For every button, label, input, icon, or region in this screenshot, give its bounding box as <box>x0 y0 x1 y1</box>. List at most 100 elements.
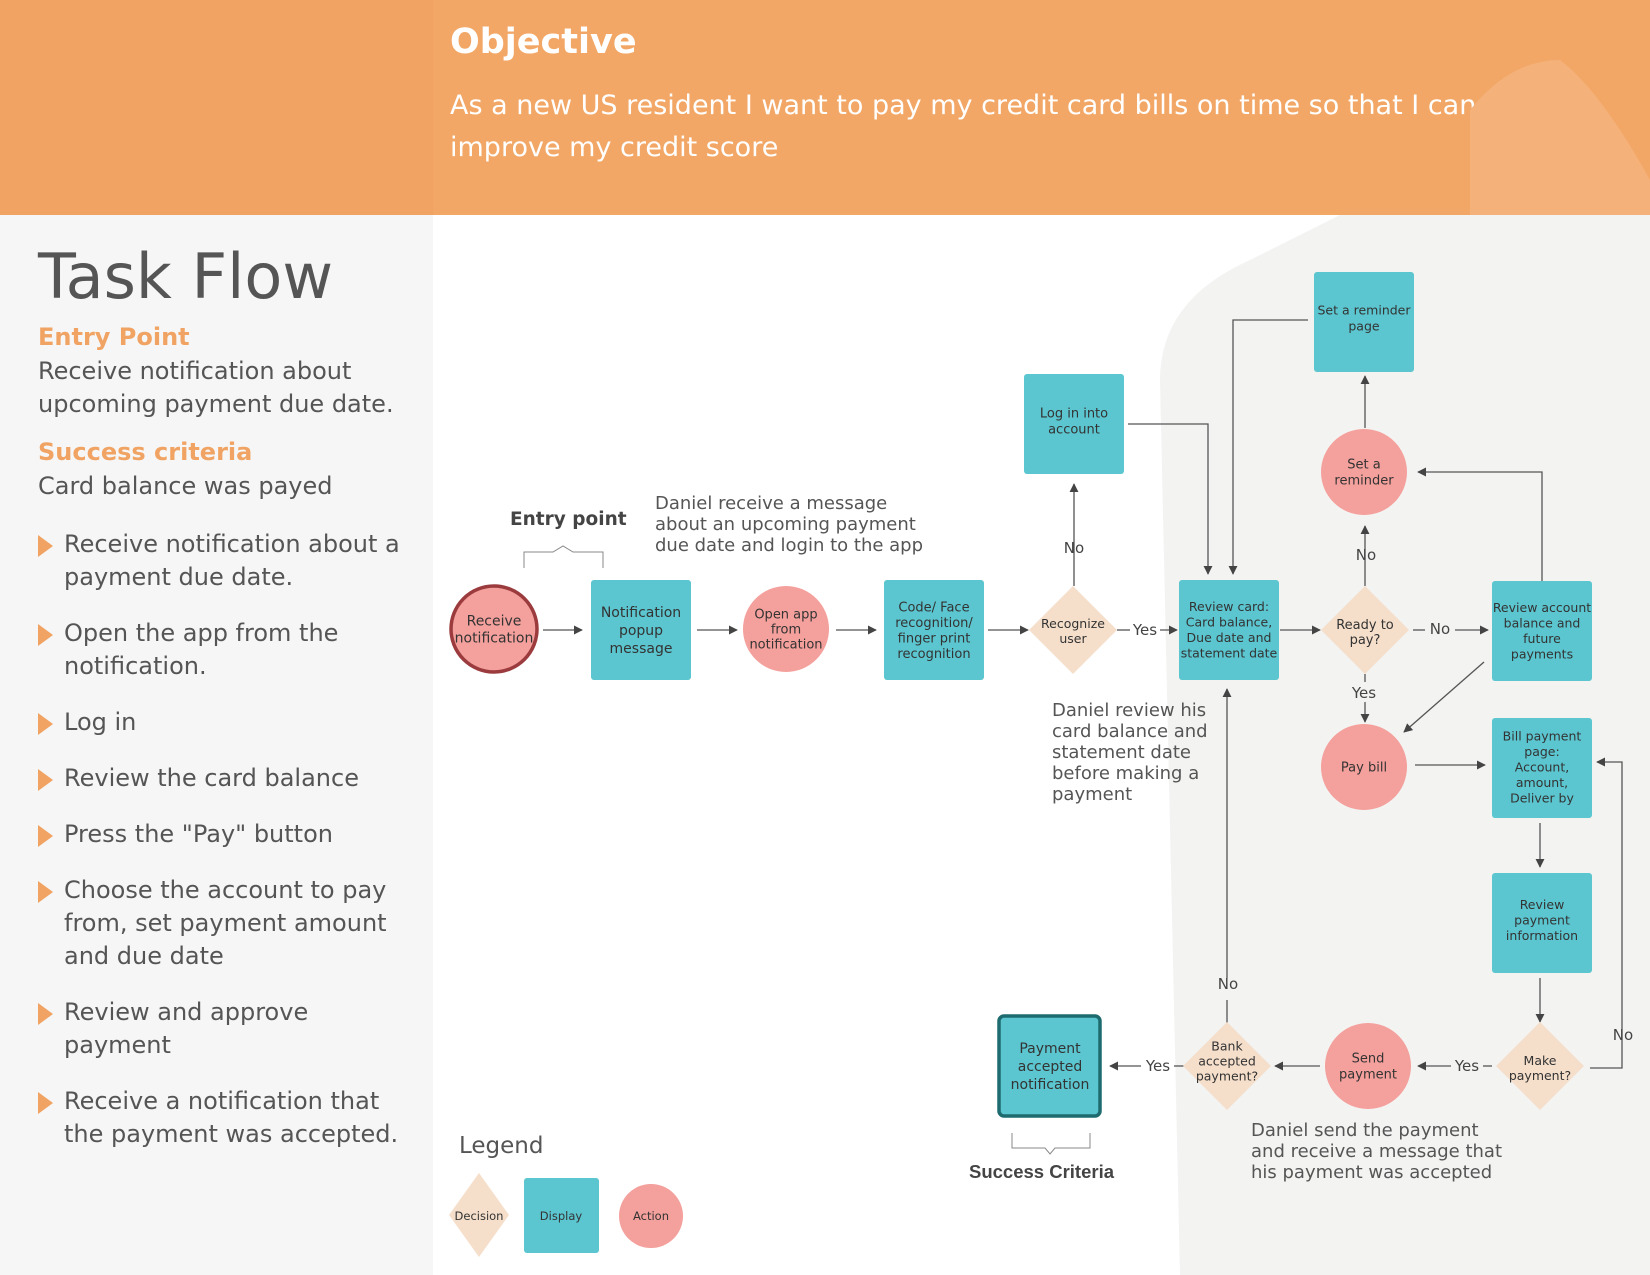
legend-title: Legend <box>459 1133 544 1159</box>
task-step: Review the card balance <box>38 762 418 795</box>
edge-label-no: No <box>1613 1026 1633 1044</box>
task-step-text: Open the app from the notification. <box>64 619 339 680</box>
payment-accepted-node <box>997 1014 1102 1118</box>
entry-point-label: Entry point <box>510 509 627 530</box>
pay-bill-label: Pay bill <box>1341 761 1387 776</box>
edge-label-yes: Yes <box>1132 621 1157 639</box>
legend-display-label: Display <box>540 1209 583 1223</box>
triangle-bullet-icon <box>38 535 53 557</box>
code-recognition-node <box>884 580 984 680</box>
task-step-text: Log in <box>64 708 137 736</box>
recognize-user-node <box>1029 586 1117 674</box>
edge-label-yes: Yes <box>1454 1057 1479 1075</box>
bill-payment-page-node <box>1492 718 1592 818</box>
entry-point-bracket <box>523 545 604 568</box>
edge-label-no: No <box>1356 546 1376 564</box>
objective-text: As a new US resident I want to pay my cr… <box>450 90 1477 163</box>
legend-action-shape <box>619 1184 683 1248</box>
login-node <box>1024 374 1124 474</box>
task-step: Review and approve payment <box>38 996 418 1062</box>
edge-reminder-review <box>1228 319 1308 575</box>
edge-label-yes: Yes <box>1351 684 1376 702</box>
success-criteria-text: Card balance was payed <box>38 472 333 500</box>
task-step: Press the "Pay" button <box>38 818 418 851</box>
success-criteria-heading: Success criteria <box>38 438 253 466</box>
triangle-bullet-icon <box>38 1003 53 1025</box>
header-background-shape <box>1470 60 1650 215</box>
edge-make-no <box>1590 757 1623 1069</box>
task-step: Choose the account to pay from, set paym… <box>38 874 418 973</box>
triangle-bullet-icon <box>38 1092 53 1114</box>
pay-bill-node <box>1321 724 1407 810</box>
legend-action-label: Action <box>633 1209 669 1223</box>
ready-to-pay-node <box>1321 586 1409 674</box>
header-left-panel <box>0 0 433 215</box>
task-step: Open the app from the notification. <box>38 617 418 683</box>
triangle-bullet-icon <box>38 624 53 646</box>
task-step-text: Receive notification about a payment due… <box>64 530 400 591</box>
legend-display-shape <box>524 1178 599 1253</box>
task-flow-title: Task Flow <box>38 240 334 313</box>
bank-accepted-node <box>1183 1022 1271 1110</box>
task-step-text: Choose the account to pay from, set paym… <box>64 876 387 970</box>
entry-point-text: Receive notification about upcoming paym… <box>38 357 394 418</box>
legend-decision-shape <box>449 1173 509 1257</box>
objective-title: Objective <box>450 22 637 62</box>
task-step-text: Press the "Pay" button <box>64 820 333 848</box>
triangle-bullet-icon <box>38 825 53 847</box>
review-card-node <box>1179 580 1279 680</box>
entry-point-heading: Entry Point <box>38 323 190 351</box>
edge-account-paybill <box>1403 661 1485 733</box>
make-payment-node <box>1496 1022 1584 1110</box>
background-shape <box>1160 215 1650 1275</box>
edge-review-reminder <box>1417 467 1543 581</box>
reminder-page-node <box>1314 272 1414 372</box>
task-steps-list: Receive notification about a payment due… <box>38 528 418 1151</box>
edge-login-review <box>1128 423 1213 575</box>
task-flow-sidebar <box>0 215 433 1275</box>
notification-popup-node <box>591 580 691 680</box>
legend-decision-label: Decision <box>455 1209 504 1223</box>
task-step-text: Receive a notification that the payment … <box>64 1087 399 1148</box>
connectors <box>543 319 1623 1071</box>
task-step-text: Review and approve payment <box>64 998 309 1059</box>
review-payment-node <box>1492 873 1592 973</box>
send-payment-node <box>1325 1023 1411 1109</box>
edge-label-no: No <box>1064 539 1084 557</box>
edge-label-no: No <box>1430 620 1450 638</box>
task-step: Receive a notification that the payment … <box>38 1085 418 1151</box>
edge-label-no: No <box>1218 975 1238 993</box>
edge-label-yes: Yes <box>1145 1057 1170 1075</box>
success-criteria-bracket <box>1011 1133 1091 1155</box>
task-step-text: Review the card balance <box>64 764 359 792</box>
task-step: Receive notification about a payment due… <box>38 528 418 594</box>
receive-notification-node <box>449 584 539 674</box>
task-step: Log in <box>38 706 418 739</box>
triangle-bullet-icon <box>38 713 53 735</box>
triangle-bullet-icon <box>38 881 53 903</box>
set-reminder-node <box>1321 429 1407 515</box>
triangle-bullet-icon <box>38 769 53 791</box>
success-criteria-label: Success Criteria <box>969 1161 1115 1182</box>
open-app-node <box>743 586 829 672</box>
